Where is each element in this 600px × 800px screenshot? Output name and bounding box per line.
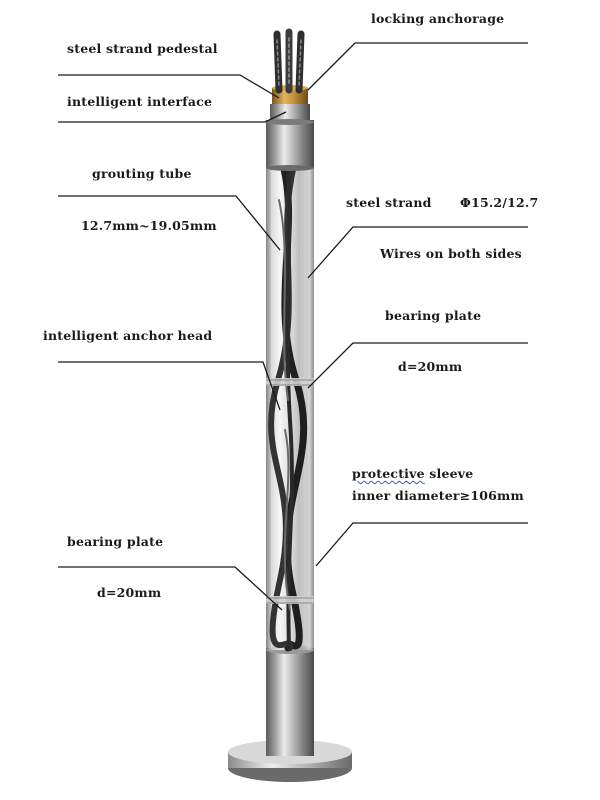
- label-grouting-tube-size: 12.7mm~19.05mm: [81, 218, 217, 233]
- leader-bearing-plate-upper: [307, 342, 528, 389]
- leader-steel-strand: [307, 226, 528, 279]
- label-steel-strand-spec: Φ15.2/12.7: [460, 195, 539, 210]
- intelligent-interface-ring: [266, 104, 314, 125]
- bearing-plate-band-upper: [266, 378, 314, 386]
- label-intelligent-anchor-head: intelligent anchor head: [43, 328, 213, 343]
- leader-intelligent-anchor-head: [58, 361, 281, 411]
- upper-collar: [266, 120, 314, 171]
- leader-grouting-tube: [58, 195, 281, 251]
- label-steel-strand-pedestal: steel strand pedestal: [67, 41, 218, 56]
- leader-bearing-plate-lower: [58, 566, 283, 611]
- label-bearing-plate-upper: bearing plate: [385, 308, 482, 323]
- steel-strands: [268, 161, 308, 652]
- label-sleeve-word: sleeve: [424, 466, 474, 481]
- label-protective-word: protective: [352, 466, 425, 481]
- label-bearing-plate-lower-d: d=20mm: [97, 585, 162, 600]
- leader-protective-sleeve: [315, 522, 528, 567]
- label-steel-strand: steel strand: [346, 195, 432, 210]
- leader-steel-strand-pedestal: [58, 74, 280, 99]
- label-protective-sleeve: protective sleeve: [352, 466, 473, 481]
- label-locking-anchorage: locking anchorage: [371, 11, 505, 26]
- lower-pipe: [266, 646, 314, 756]
- label-wires-both-sides: Wires on both sides: [380, 246, 522, 261]
- label-bearing-plate-upper-d: d=20mm: [398, 359, 463, 374]
- leader-intelligent-interface: [58, 111, 287, 123]
- top-strands: [273, 28, 305, 94]
- label-inner-diameter: inner diameter≥106mm: [352, 488, 524, 503]
- label-bearing-plate-lower: bearing plate: [67, 534, 164, 549]
- label-grouting-tube: grouting tube: [92, 166, 192, 181]
- base-disc: [228, 740, 352, 782]
- leader-locking-anchorage: [307, 42, 528, 91]
- label-intelligent-interface: intelligent interface: [67, 94, 213, 109]
